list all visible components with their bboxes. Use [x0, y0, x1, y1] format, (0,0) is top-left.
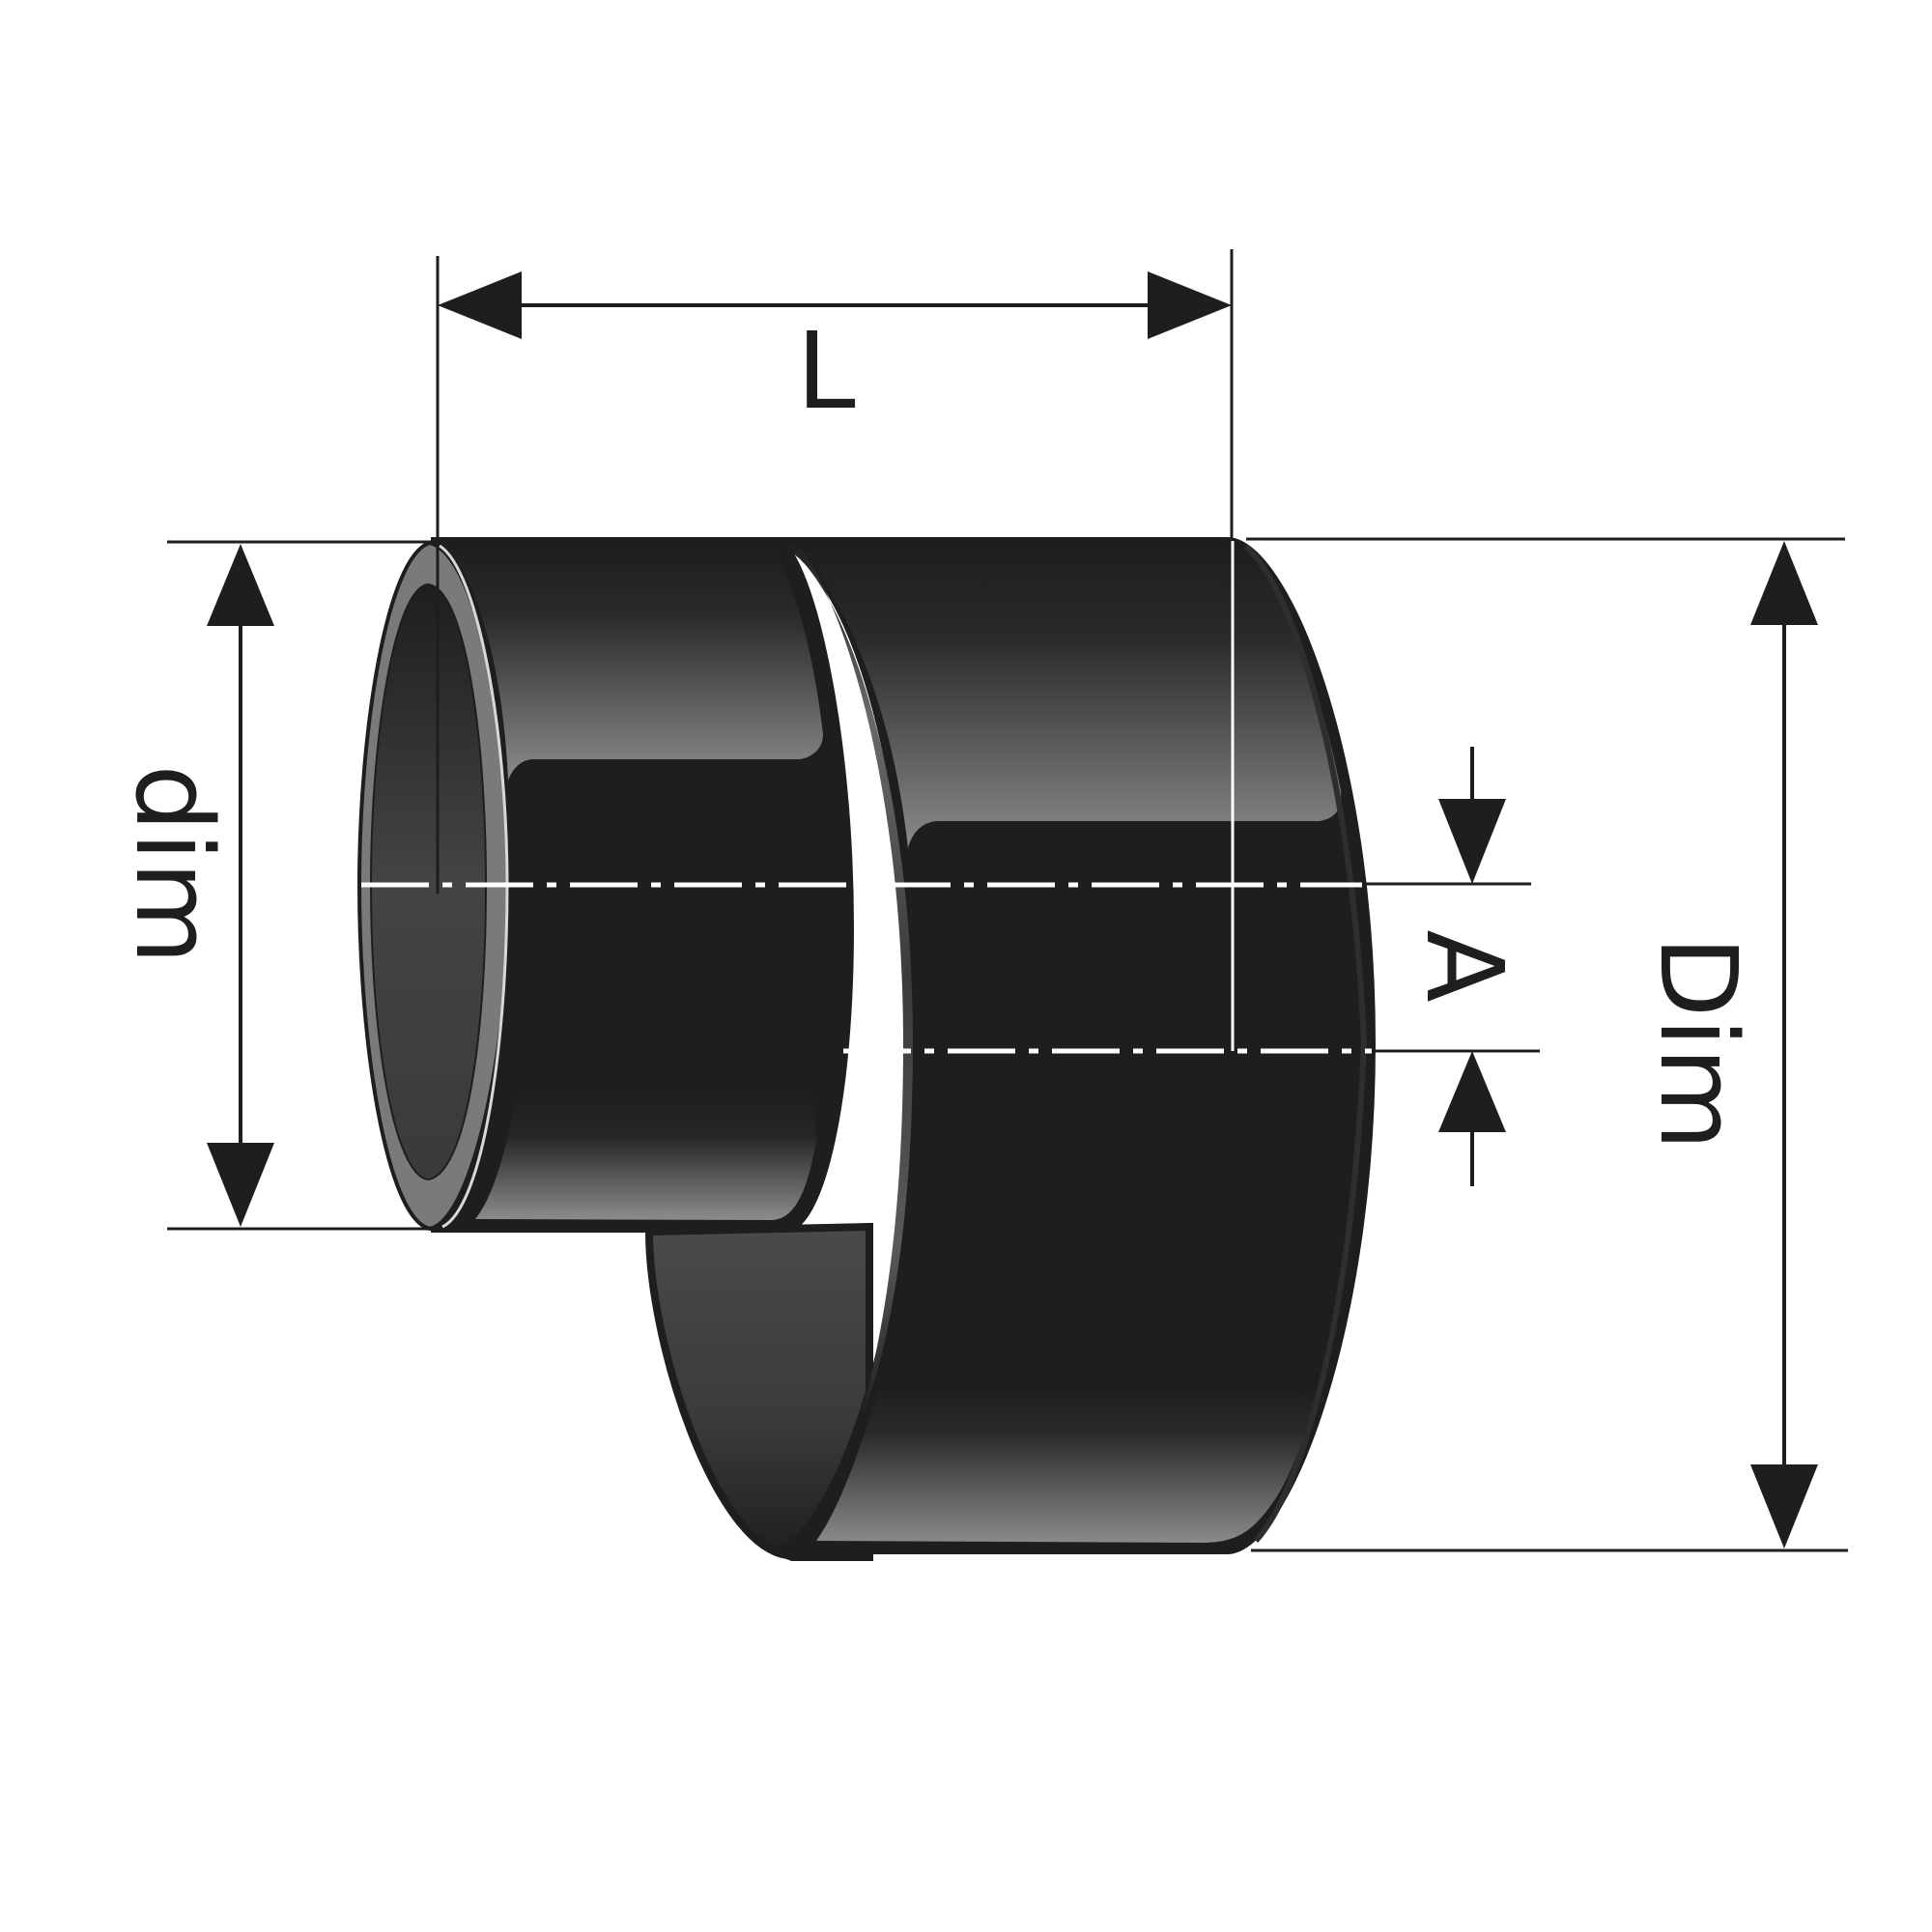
large-end-edge [1244, 544, 1368, 1544]
small-bottom-highlight [475, 1092, 816, 1220]
length-label: L [796, 309, 855, 433]
dimension-length: L [436, 249, 1235, 1051]
shoulder-lower [644, 1222, 873, 1561]
collar-ring [778, 541, 913, 1420]
small-dia-arrow-bottom [207, 1143, 274, 1227]
small-dia-arrow-top [207, 544, 274, 626]
length-arrow-right [1148, 271, 1232, 339]
large-dia-label: Dim [1636, 936, 1760, 1151]
dimension-offset: A [1362, 747, 1540, 1186]
offset-label: A [1403, 929, 1526, 1002]
offset-arrow-top [1438, 799, 1506, 884]
large-top-highlight [802, 547, 1342, 848]
large-dia-arrow-top [1750, 541, 1818, 625]
small-cylinder [356, 537, 855, 1233]
large-cylinder [644, 537, 1377, 1561]
small-dia-label: dim [112, 764, 236, 965]
small-top-highlight [446, 545, 823, 781]
large-bottom-highlight [816, 1386, 1316, 1543]
inner-bore [372, 585, 485, 1179]
length-arrow-left [438, 271, 522, 339]
dimension-large-diameter: Dim [1246, 537, 1848, 1552]
dimension-small-diameter: dim [112, 540, 433, 1231]
large-dia-arrow-bottom [1750, 1464, 1818, 1548]
offset-arrow-bottom [1438, 1051, 1506, 1132]
